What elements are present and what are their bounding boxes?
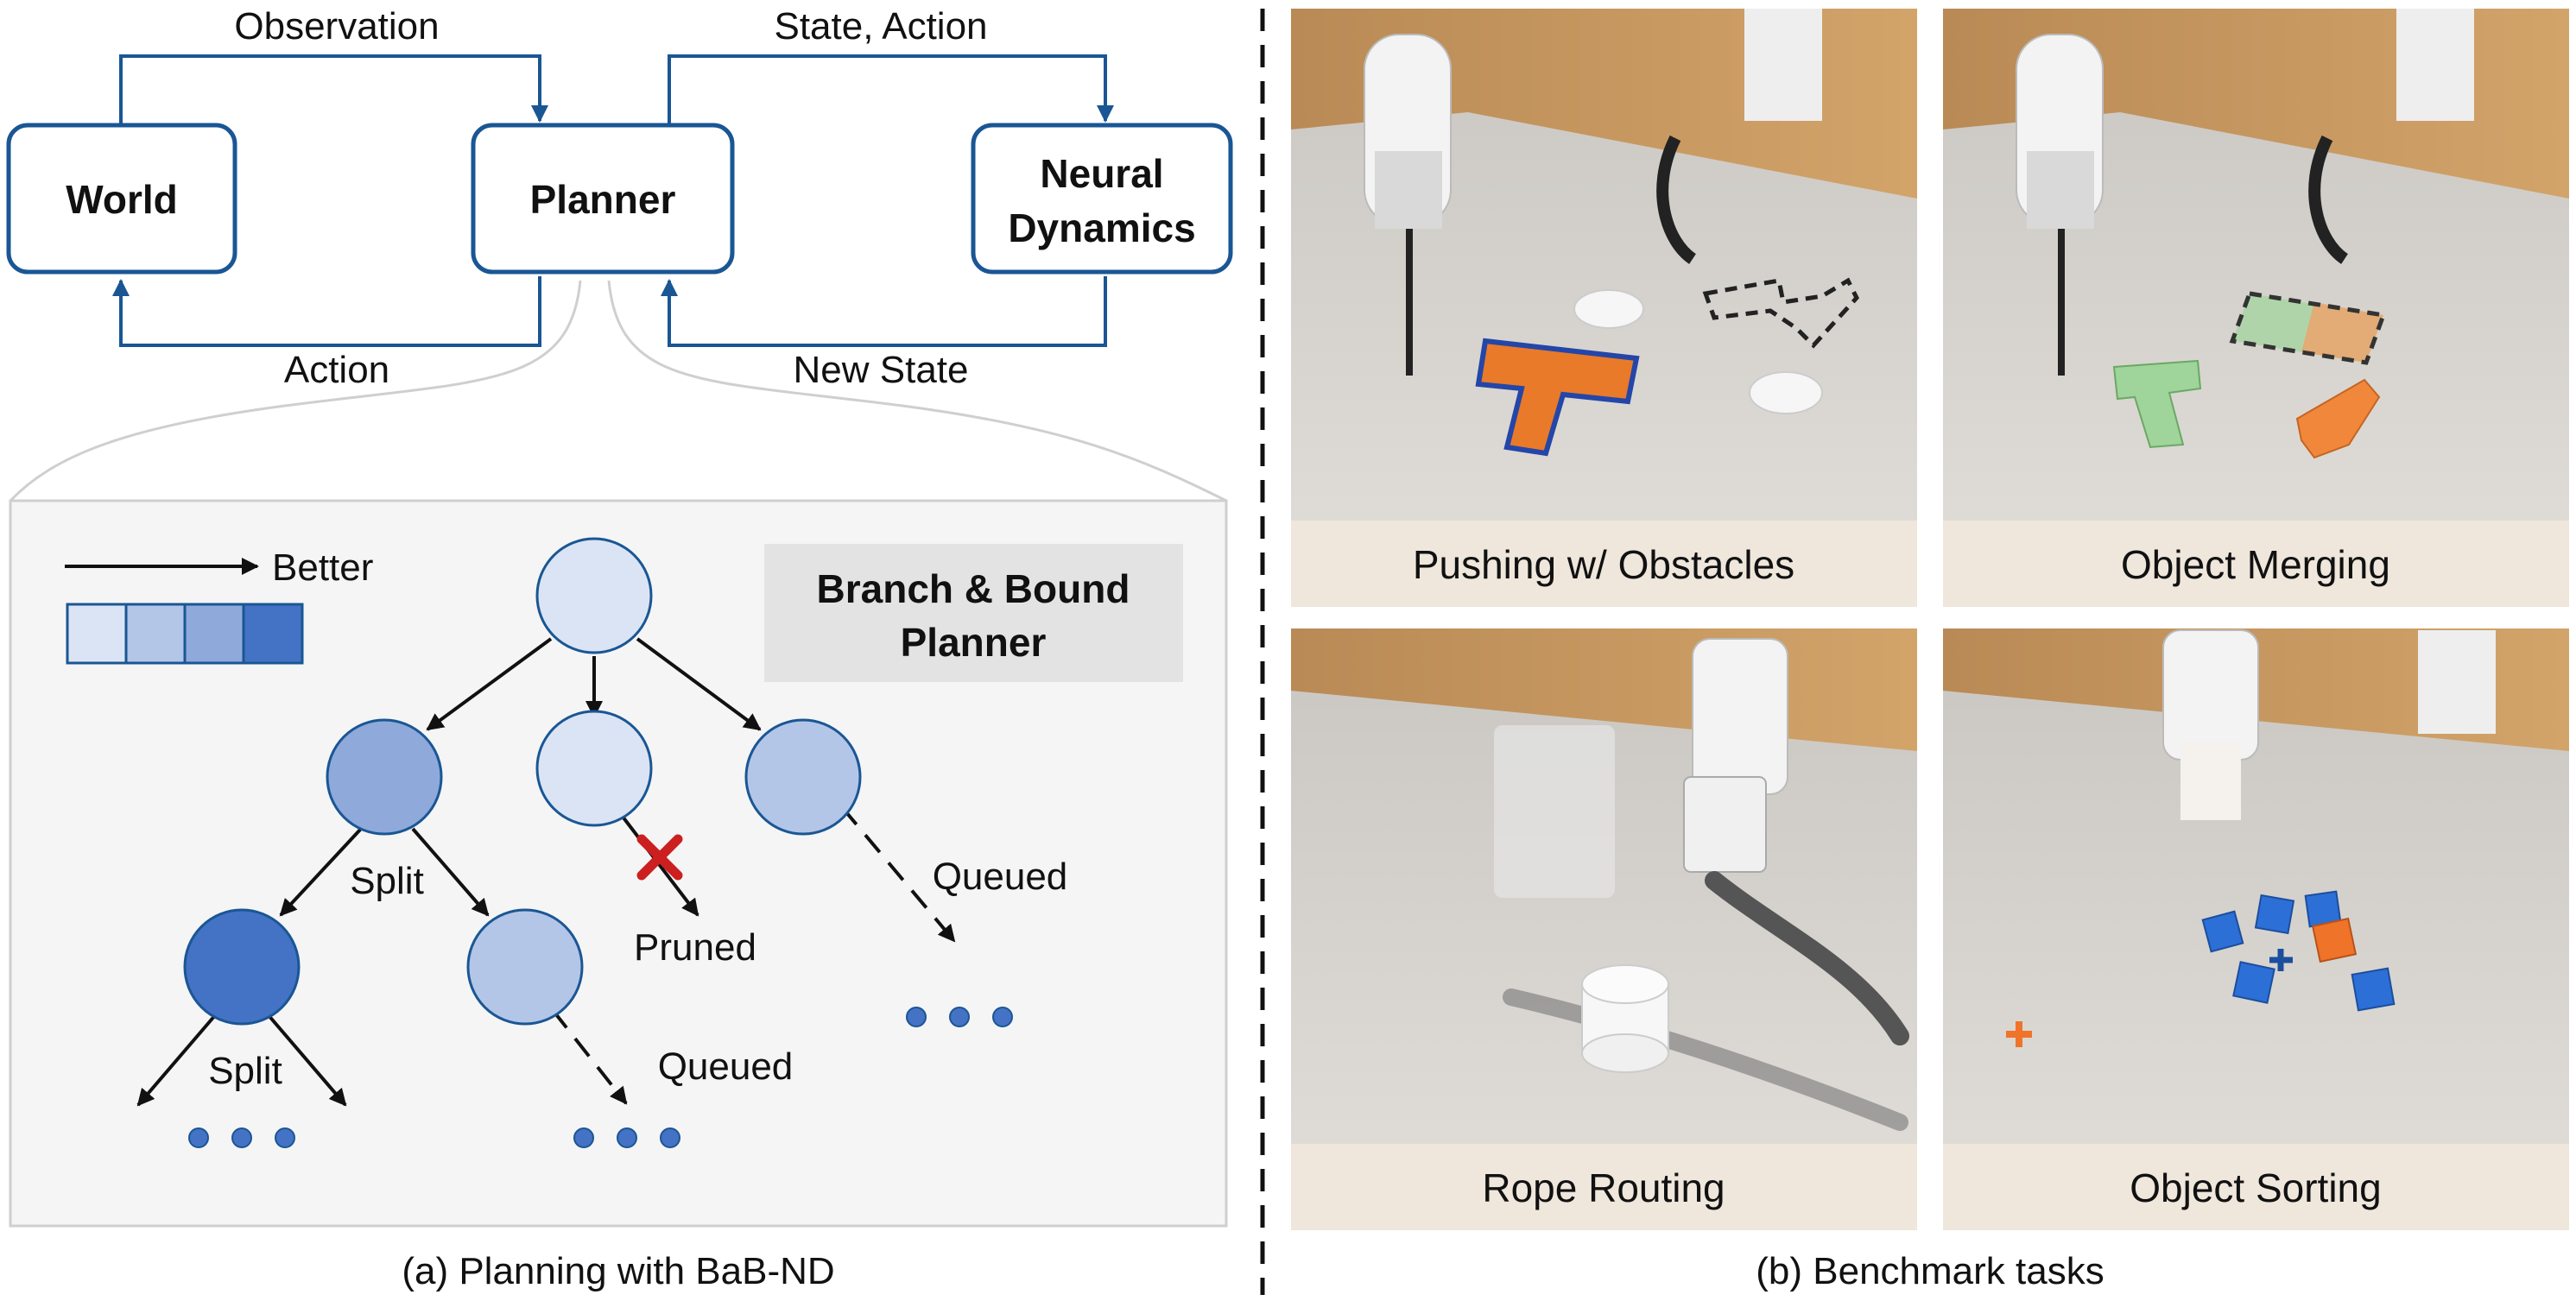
new-state-arrow	[661, 276, 1107, 347]
tree-node-root	[535, 537, 653, 654]
t-block-icon	[1475, 338, 1640, 457]
ellipsis-dots	[906, 1007, 1013, 1027]
task-tile-merging: Object Merging	[1943, 9, 2569, 607]
tree-edge	[636, 637, 762, 731]
new-state-label: New State	[794, 349, 969, 391]
tree-node	[326, 718, 443, 836]
tree-node	[744, 718, 862, 836]
task-tile-sorting: Object Sorting	[1943, 628, 2569, 1230]
queued-label: Queued	[658, 1045, 794, 1088]
observation-arrow	[119, 54, 548, 125]
planner-label: Planner	[530, 177, 676, 222]
green-block-icon	[2112, 359, 2202, 449]
queued-label: Queued	[933, 856, 1068, 898]
tree-edge	[279, 827, 363, 917]
tree-edge-queued	[551, 1008, 628, 1105]
orange-cube-icon	[2311, 917, 2358, 963]
bab-title-box	[764, 544, 1183, 682]
obstacle-icon	[1749, 371, 1823, 414]
task-tile-rope-routing: Rope Routing	[1291, 628, 1917, 1230]
tree-node	[466, 908, 584, 1026]
state-action-arrow	[668, 54, 1114, 125]
neural-dynamics-node: Neural Dynamics	[971, 123, 1233, 275]
task-label: Object Merging	[2121, 542, 2390, 587]
observation-label: Observation	[234, 5, 439, 47]
merge-target-icon	[2229, 291, 2387, 365]
state-action-label: State, Action	[774, 5, 987, 47]
task-tile-pushing: Pushing w/ Obstacles	[1291, 9, 1917, 607]
dynamics-label-2: Dynamics	[1008, 205, 1195, 250]
tree-edge	[136, 1013, 218, 1107]
bab-title-line-2: Planner	[901, 620, 1047, 665]
zoom-line-left	[9, 280, 582, 502]
task-label: Rope Routing	[1482, 1165, 1725, 1210]
tree-edge-queued	[840, 805, 956, 943]
tree-node	[183, 908, 301, 1026]
dynamics-label-1: Neural	[1040, 151, 1163, 196]
pruned-x-icon	[636, 834, 683, 881]
task-label: Pushing w/ Obstacles	[1413, 542, 1794, 587]
ellipsis-dots	[573, 1127, 680, 1148]
target-outline-icon	[1702, 277, 1860, 349]
pruned-label: Pruned	[634, 926, 756, 969]
world-node: World	[6, 123, 237, 275]
panel-b: Pushing w/ Obstacles Object Merging	[1291, 9, 2569, 1292]
panel-a-caption: (a) Planning with BaB-ND	[402, 1250, 834, 1292]
tree-edge	[411, 827, 490, 917]
ellipsis-dots	[188, 1127, 295, 1148]
action-arrow	[112, 276, 541, 347]
cylinder-obstacle-icon	[1581, 964, 1669, 1073]
obstacle-icon	[1573, 289, 1644, 329]
orange-block-icon	[2295, 378, 2381, 459]
orange-target-marker-icon	[2006, 1021, 2032, 1047]
panel-b-caption: (b) Benchmark tasks	[1756, 1250, 2104, 1292]
panel-a: Observation Action State, Action New Sta…	[6, 5, 1233, 1292]
split-label: Split	[350, 860, 424, 902]
blue-cube-icon	[2201, 890, 2396, 1012]
split-label: Split	[208, 1050, 282, 1092]
world-label: World	[66, 177, 177, 222]
tree-edge	[426, 637, 553, 731]
better-label: Better	[272, 546, 373, 589]
planner-node: Planner	[471, 123, 735, 275]
task-label: Object Sorting	[2130, 1165, 2381, 1210]
blue-target-marker-icon	[2269, 949, 2293, 971]
tree-node	[535, 710, 653, 827]
zoom-line-right	[607, 280, 1227, 502]
action-label: Action	[284, 349, 389, 391]
tree-edge	[266, 1013, 347, 1107]
color-scale-legend	[66, 603, 304, 665]
bab-title-line-1: Branch & Bound	[817, 566, 1130, 611]
